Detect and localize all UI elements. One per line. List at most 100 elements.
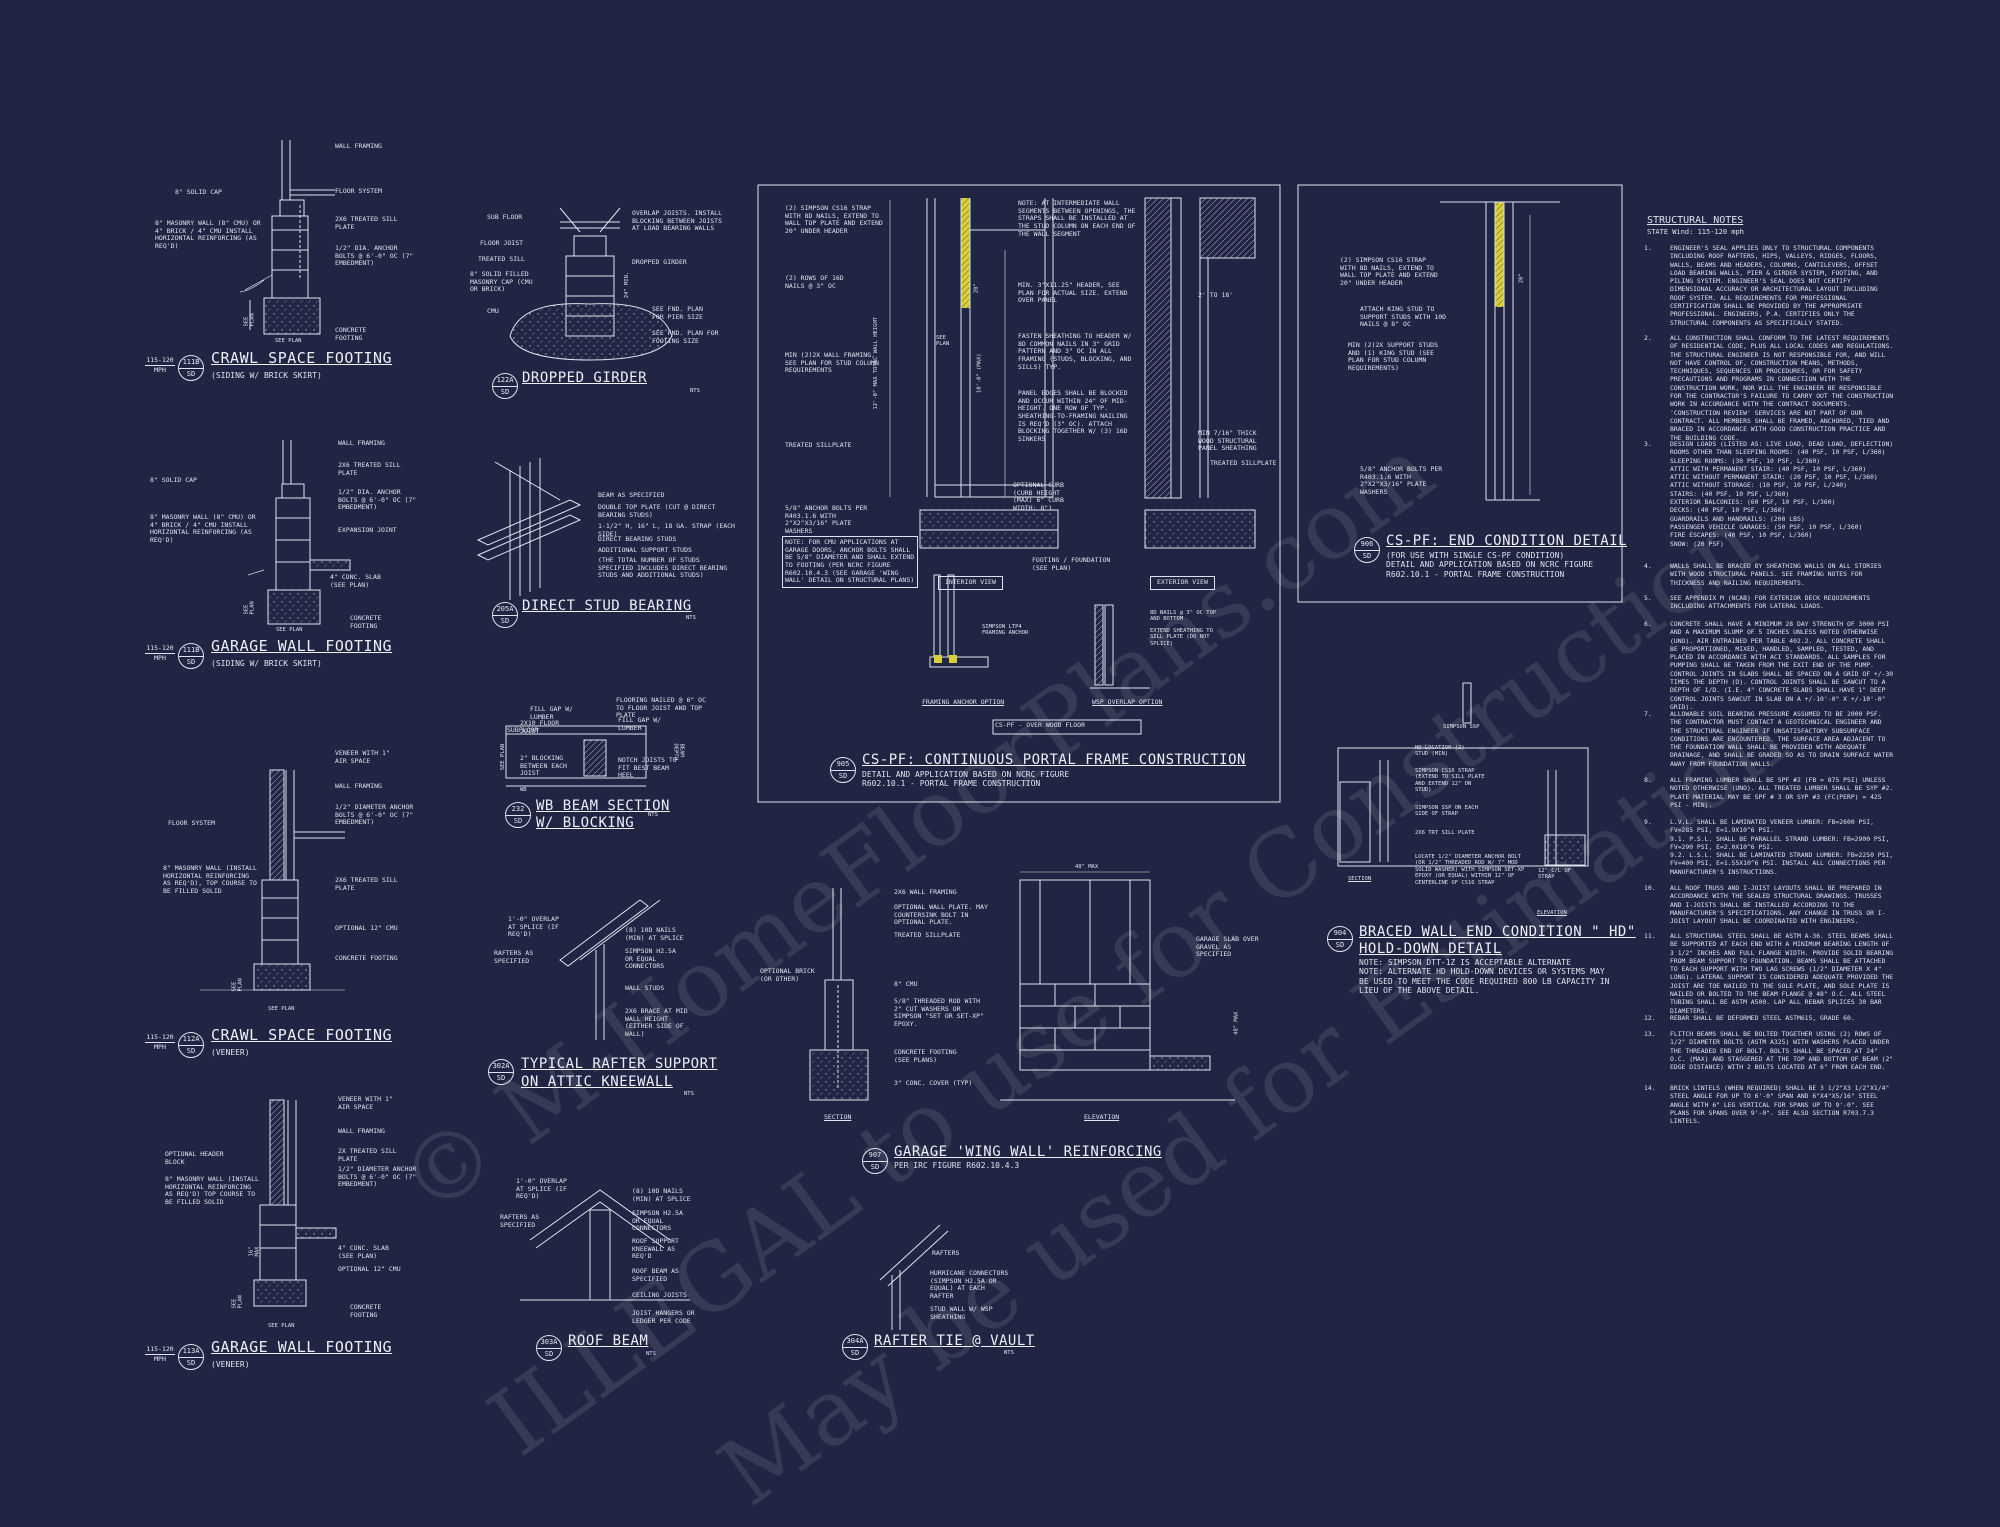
label: CONCRETE FOOTING [350, 614, 382, 630]
label: BEAM DEPTH [672, 743, 685, 761]
label: VENEER WITH 1" AIR SPACE [335, 749, 390, 765]
label: 2x6 WALL FRAMING [894, 888, 957, 896]
label: SEE PLAN [936, 335, 950, 348]
label: DROPPED GIRDER [632, 258, 687, 266]
label: OPTIONAL WALL PLATE. MAY COUNTERSINK BOL… [894, 903, 988, 927]
label: SEE PLAN [231, 1295, 244, 1309]
label: (THE TOTAL NUMBER OF STUDS SPECIFIED INC… [598, 556, 728, 580]
label: CEILING JOISTS [632, 1291, 687, 1299]
label: OPTIONAL CURB (CURB HEIGHT (MAX) 6" CURB… [1013, 481, 1064, 512]
label: 24" MIN. [623, 271, 630, 299]
label: CONCRETE FOOTING [335, 326, 367, 342]
label: 8" MASONRY WALL (8" CMU) OR 4" BRICK / 4… [155, 219, 261, 250]
detail-title: GARAGE 'WING WALL' REINFORCING [894, 1144, 1162, 1160]
detail-907-drawing [809, 871, 1235, 1101]
label: SEE PLAN [268, 1323, 295, 1329]
detail-112a-drawing [200, 769, 345, 991]
label: 4" CONC. SLAB (SEE PLAN) [330, 573, 381, 589]
label: 8" CMU [894, 980, 918, 988]
detail-232-drawing [505, 725, 647, 787]
detail-111b2-drawing [247, 440, 351, 625]
label: (2) SIMPSON CS16 STRAP WITH 8d NAILS, EX… [1340, 256, 1438, 287]
label: TREATED SILLPLATE [1210, 459, 1277, 467]
label: 1/2" DIAMETER ANCHOR BOLTS @ 6'-0" OC (7… [338, 1165, 417, 1189]
label: SEE FND. PLAN FOR PIER SIZE [652, 305, 703, 321]
label: SEE PLAN [231, 978, 244, 992]
label: ROOF BEAM AS SPECIFIED [632, 1267, 679, 1283]
label: 2x TREATED SILL PLATE [338, 1147, 397, 1163]
label: 8d NAILS @ 3" OC TOP AND BOTTOM [1150, 610, 1217, 623]
detail-subtitle: (VENEER) [211, 1360, 250, 1369]
label: 12'-0" MAX TOTAL WALL HEIGHT [873, 316, 880, 410]
label: FLOOR JOIST [480, 239, 524, 247]
note-item: 12.REBAR SHALL BE DEFORMED STEEL ASTM615… [1644, 1014, 1855, 1022]
detail-title: GARAGE WALL FOOTING [211, 637, 393, 655]
label: DIRECT BEARING STUDS [598, 535, 677, 543]
label: 2x10 FLOOR JOIST [520, 719, 560, 735]
label: RAFTERS AS SPECIFIED [494, 949, 534, 965]
label: 20" [973, 283, 980, 294]
label: EXTEND SHEATHING TO SILL PLATE (DO NOT S… [1150, 628, 1213, 647]
label: OPTIONAL 12" CMU [338, 1265, 401, 1273]
label: DOUBLE TOP PLATE (CUT @ DIRECT BEARING S… [598, 503, 716, 519]
label: TREATED SILLPLATE [785, 441, 852, 449]
nts-label: NTS [686, 615, 696, 621]
label: 4" CONC. SLAB (SEE PLAN) [338, 1244, 389, 1260]
label: ELEVATION [1084, 1113, 1120, 1121]
note-item: 10.ALL ROOF TRUSS AND I-JOIST LAYOUTS SH… [1644, 884, 1886, 926]
nts-label: NTS [690, 388, 700, 394]
label: (2) ROWS OF 16d NAILS @ 3" OC [785, 274, 844, 290]
label: 1/2" DIA. ANCHOR BOLTS @ 6'-0" OC (7" EM… [338, 488, 417, 512]
label: 2x6 TREATED SILL PLATE [335, 876, 398, 892]
detail-description: PER IRC FIGURE R602.10.4.3 [894, 1161, 1020, 1170]
label: 5/8" THREADED ROD WITH 2" CUT WASHERS OR… [894, 997, 985, 1028]
label: 2x6 BRACE AT MID WALL HEIGHT (EITHER SID… [625, 1007, 688, 1038]
label: 8" SOLID CAP [175, 188, 222, 196]
label: 48" MAX [1233, 1011, 1240, 1035]
label: SEE FND. PLAN FOR FOOTING SIZE [652, 329, 719, 345]
label: 1'-0" OVERLAP AT SPLICE (IF REQ'D) [516, 1177, 567, 1201]
view-tag-exterior: EXTERIOR VIEW [1150, 576, 1215, 590]
label: PANEL EDGES SHALL BE BLOCKED AND OCCUR W… [1018, 389, 1128, 443]
label: SEE PLAN [243, 313, 256, 327]
detail-title-line2: W/ BLOCKING [536, 815, 635, 831]
label: SUB FLOOR [487, 213, 523, 221]
note-item: 8.ALL FRAMING LUMBER SHALL BE SPF #2 (Fb… [1644, 776, 1894, 809]
note-item: 4.WALLS SHALL BE BRACED BY SHEATHING WAL… [1644, 562, 1882, 587]
note-item: 6.CONCRETE SHALL HAVE A MINIMUM 28 DAY S… [1644, 620, 1894, 711]
label: 8" SOLID CAP [150, 476, 197, 484]
label: SIMPSON H2.5A OR EQUAL CONNECTORS [625, 947, 676, 971]
label: 20" [1518, 273, 1525, 284]
detail-description: DETAIL AND APPLICATION BASED ON NCRC FIG… [862, 770, 1070, 789]
label: 16" MAX [248, 1246, 261, 1257]
label: FILL GAP W/ LUMBER [530, 705, 574, 721]
label: 8" SOLID FILLED MASONRY CAP (CMU OR BRIC… [470, 270, 533, 294]
nts-label: NTS [1004, 1350, 1014, 1356]
label: FILL GAP W/ LUMBER [618, 716, 662, 732]
note-item: 2.ALL CONSTRUCTION SHALL CONFORM TO THE … [1644, 334, 1894, 442]
detail-302a-drawing [559, 899, 661, 1040]
detail-title: CS-PF: END CONDITION DETAIL [1386, 533, 1628, 549]
label: SIMPSON SSP ON EACH SIDE OF STRAP [1415, 805, 1478, 818]
label: (2) SIMPSON CS16 STRAP WITH 8d NAILS, EX… [785, 204, 883, 235]
label: OVERLAP JOISTS. INSTALL BLOCKING BETWEEN… [632, 209, 723, 233]
label: (8) 10d NAILS (MIN) AT SPLICE [625, 926, 684, 942]
label: 1-1/2" H, 16" L, 18 GA. STRAP (EACH SIDE… [598, 522, 735, 538]
option-label: WSP OVERLAP OPTION [1092, 698, 1163, 706]
label: HURRICANE CONNECTORS (SIMPSON H2.5A OR E… [930, 1269, 1009, 1300]
detail-title-line2: HOLD-DOWN DETAIL [1359, 941, 1502, 957]
label: ROOF SUPPORT KNEEWALL AS REQ'D [632, 1237, 679, 1261]
label: RAFTERS AS SPECIFIED [500, 1213, 540, 1229]
detail-title: WB BEAM SECTION [536, 798, 670, 814]
label: WALL FRAMING [338, 1127, 385, 1135]
label: 5/8" ANCHOR BOLTS PER R403.1.6 WITH 2"x2… [785, 504, 868, 535]
